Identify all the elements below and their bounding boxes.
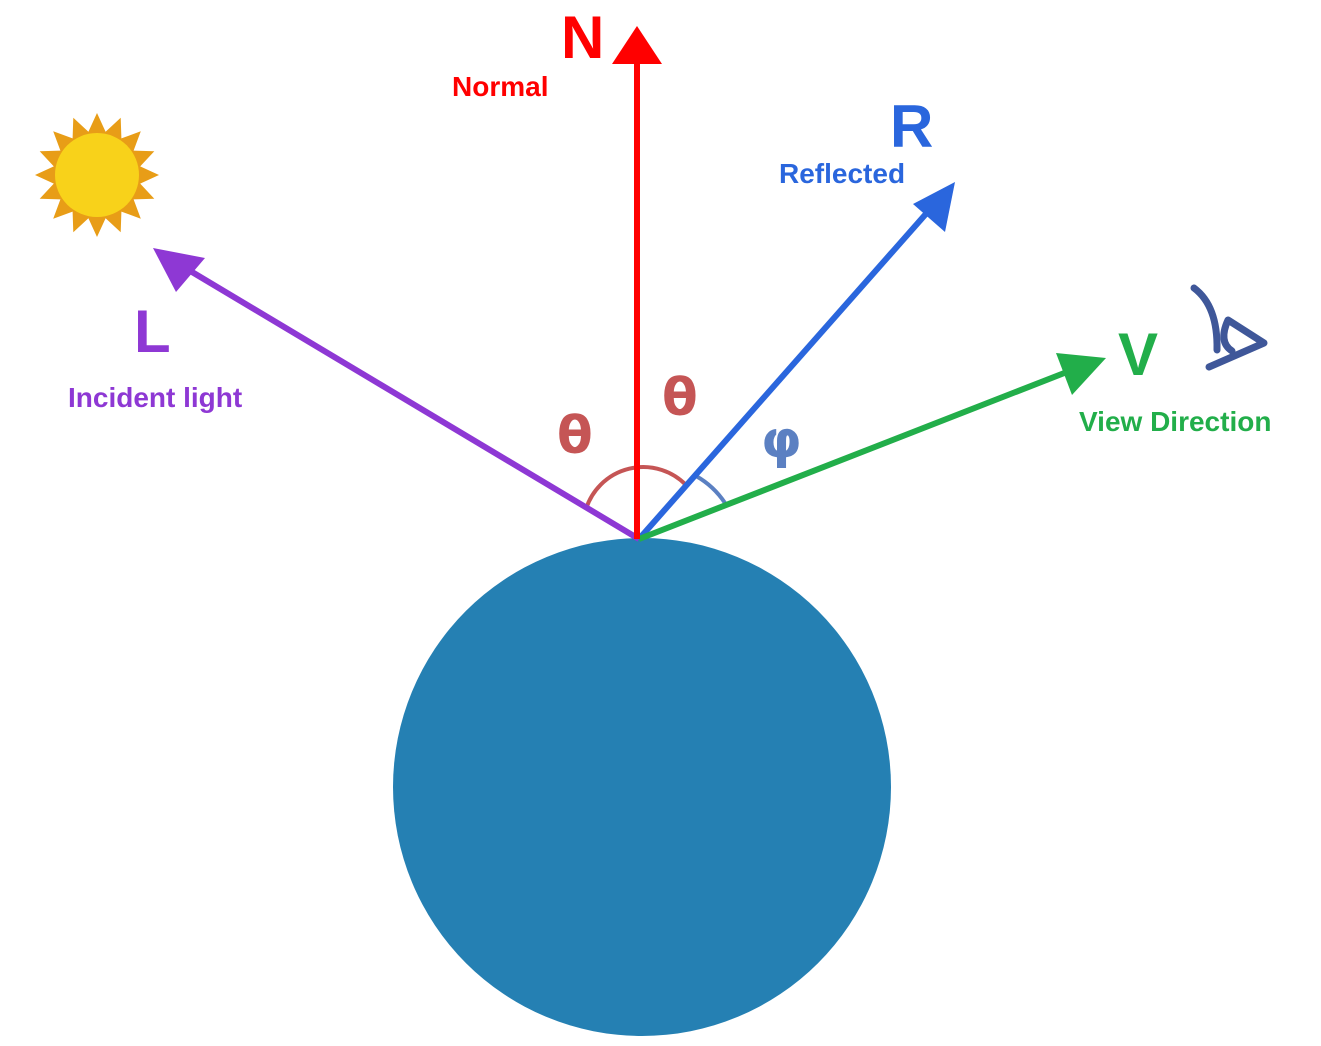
reflected-label: Reflected (779, 158, 906, 189)
theta-left-label: θ (557, 406, 593, 466)
sun-icon (35, 113, 159, 237)
reflected-arrowhead (913, 182, 955, 232)
normal-symbol: N (561, 4, 605, 71)
theta-arc (584, 465, 688, 510)
normal-arrowhead (612, 26, 662, 64)
sphere (393, 538, 891, 1036)
view-direction-arrowhead (1056, 353, 1106, 395)
normal-label: Normal (452, 71, 549, 102)
phi-arc (694, 474, 727, 505)
incident-label: Incident light (68, 382, 243, 413)
theta-right-label: θ (662, 368, 698, 428)
incident-symbol: L (134, 298, 171, 365)
view-symbol: V (1118, 321, 1159, 388)
phi-label: φ (761, 410, 802, 470)
view-label: View Direction (1079, 406, 1272, 437)
view-direction-vector (637, 367, 1074, 542)
reflected-symbol: R (890, 93, 934, 160)
eye-icon (1190, 284, 1268, 371)
incident-light-arrowhead (153, 248, 205, 292)
reflected-vector (636, 205, 935, 541)
incident-light-vector (180, 263, 641, 542)
sun-core (55, 133, 139, 217)
